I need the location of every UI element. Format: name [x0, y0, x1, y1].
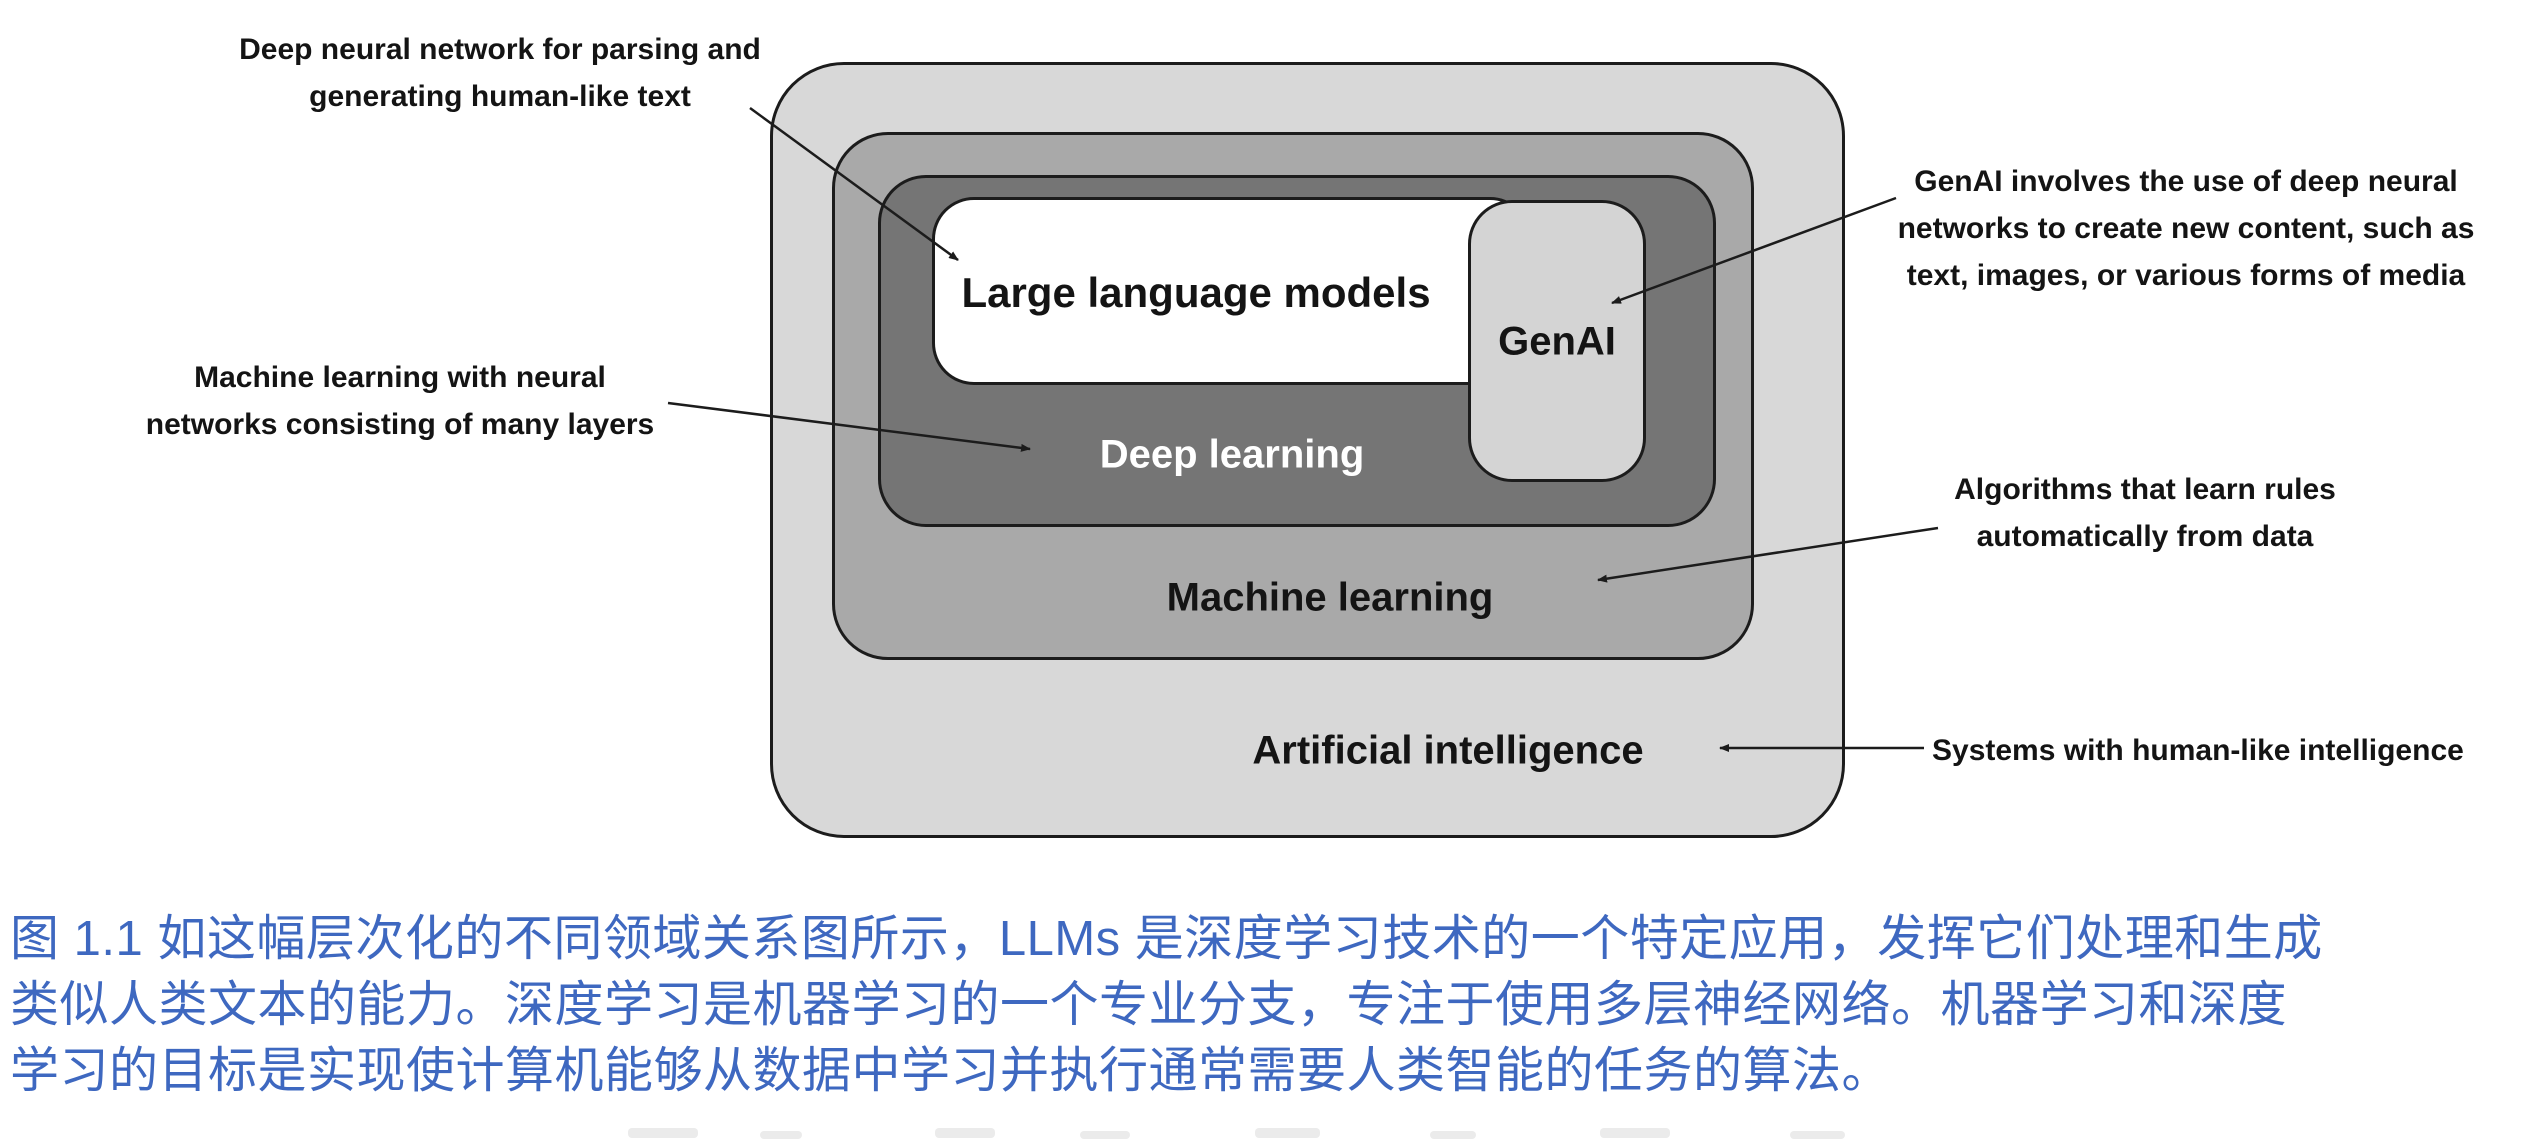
artifact-mark	[1430, 1131, 1476, 1139]
artifact-mark	[628, 1128, 698, 1138]
note-llm-line2: generating human-like text	[309, 80, 691, 113]
artifact-mark	[935, 1128, 995, 1138]
caption-line-2: 类似人类文本的能力。深度学习是机器学习的一个专业分支，专注于使用多层神经网络。机…	[10, 978, 2288, 1032]
artifact-mark	[1600, 1128, 1670, 1138]
note-ml-line2: automatically from data	[1976, 520, 2314, 553]
artifact-mark	[1080, 1131, 1130, 1139]
note-machine-learning: Algorithms that learn rules automaticall…	[1898, 466, 2392, 560]
label-large-language-models: Large language models	[961, 269, 1431, 316]
caption-line-3: 学习的目标是实现使计算机能够从数据中学习并执行通常需要人类智能的任务的算法。	[10, 1044, 1892, 1098]
artifact-mark	[1790, 1131, 1845, 1139]
note-genai-line3: text, images, or various forms of media	[1906, 259, 2466, 292]
note-deep-learning: Machine learning with neural networks co…	[110, 354, 690, 448]
note-genai-line2: networks to create new content, such as	[1897, 212, 2475, 245]
note-dl-line2: networks consisting of many layers	[145, 408, 655, 441]
note-llm-line1: Deep neural network for parsing and	[239, 33, 761, 66]
box-large-language-models	[932, 197, 1532, 385]
label-genai: GenAI	[1498, 319, 1616, 364]
note-ai-line1: Systems with human-like intelligence	[1932, 734, 2464, 767]
note-llm: Deep neural network for parsing and gene…	[185, 26, 815, 120]
note-artificial-intelligence: Systems with human-like intelligence	[1932, 727, 2482, 774]
label-artificial-intelligence: Artificial intelligence	[1252, 728, 1644, 773]
label-deep-learning: Deep learning	[1099, 432, 1365, 477]
note-ml-line1: Algorithms that learn rules	[1954, 473, 2336, 506]
note-genai: GenAI involves the use of deep neural ne…	[1880, 158, 2492, 299]
note-dl-line1: Machine learning with neural	[194, 361, 606, 394]
note-genai-line1: GenAI involves the use of deep neural	[1914, 165, 2458, 198]
figure-caption: 图 1.1 如这幅层次化的不同领域关系图所示，LLMs 是深度学习技术的一个特定…	[10, 906, 2538, 1104]
artifact-mark	[760, 1131, 802, 1139]
artifact-mark	[1255, 1128, 1320, 1138]
caption-line-1: 图 1.1 如这幅层次化的不同领域关系图所示，LLMs 是深度学习技术的一个特定…	[10, 912, 2323, 966]
label-machine-learning: Machine learning	[1166, 575, 1494, 620]
